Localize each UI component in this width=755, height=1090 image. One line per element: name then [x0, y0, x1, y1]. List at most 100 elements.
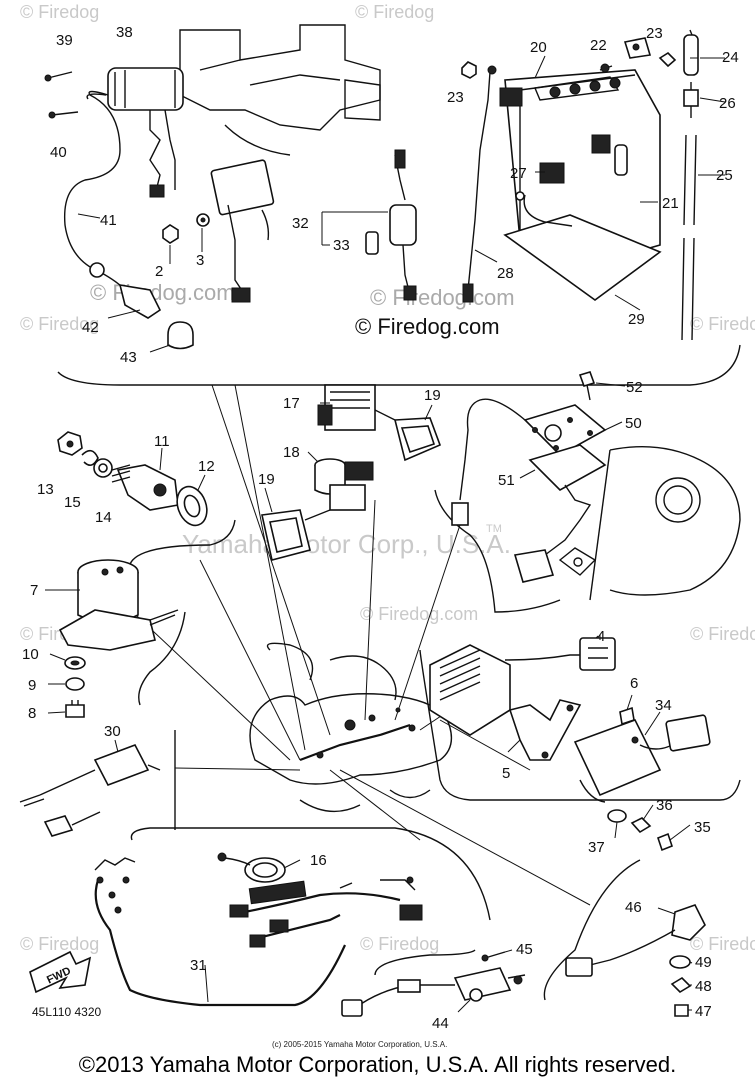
watermark-firedog: © Firedog [20, 2, 99, 22]
diagram-code: 45L110 4320 [32, 1005, 102, 1019]
bracket-5 [508, 699, 582, 761]
part-number-21: 21 [662, 195, 679, 212]
tank-outline [558, 446, 741, 601]
motor-7 [58, 559, 179, 651]
part-number-31: 31 [190, 957, 207, 974]
part-number-47: 47 [695, 1003, 712, 1020]
part-number-7: 7 [30, 582, 38, 599]
watermarks: © Firedog © Firedog © Firedog © Firedog … [20, 2, 755, 954]
fuse-33 [365, 231, 379, 255]
battery-lead-27 [515, 162, 573, 227]
nut-2 [162, 224, 179, 244]
part-number-32: 32 [292, 215, 309, 232]
part-number-12: 12 [198, 458, 215, 475]
bolt-47 [674, 1004, 689, 1017]
nut-36 [630, 817, 652, 834]
part-number-9: 9 [28, 677, 36, 694]
fwd-arrow-icon: FWD [29, 950, 92, 994]
part-number-45: 45 [516, 941, 533, 958]
part-number-36: 36 [656, 797, 673, 814]
part-number-48: 48 [695, 978, 712, 995]
bolt-35 [657, 832, 673, 852]
part-number-17: 17 [283, 395, 300, 412]
ignition-coil [107, 67, 184, 198]
screw-40 [48, 111, 79, 119]
bolt-23a [461, 61, 477, 79]
watermark-firedog: © Firedog [20, 314, 99, 334]
part-number-38: 38 [116, 24, 133, 41]
part-number-29: 29 [628, 311, 645, 328]
watermark-firedog: © Firedog [20, 934, 99, 954]
part-number-8: 8 [28, 705, 36, 722]
washer-3 [196, 213, 210, 227]
cap-12 [176, 485, 208, 527]
bolt-8 [65, 700, 85, 718]
frame-background [179, 24, 381, 156]
bolt-23b [658, 51, 677, 68]
gasket-51 [513, 444, 607, 583]
rectifier-4 [429, 637, 616, 736]
rubber-cap [167, 321, 194, 350]
section-dividers [57, 344, 741, 1001]
watermark-firedog: © Firedog [355, 2, 434, 22]
part-number-50: 50 [625, 415, 642, 432]
sensor-46 [565, 904, 706, 977]
part-number-14: 14 [95, 509, 112, 526]
battery-cable-28 [462, 65, 497, 303]
part-number-27: 27 [510, 165, 527, 182]
part-number-23-right: 23 [646, 25, 663, 42]
watermark-firedog: © Firedog [360, 934, 439, 954]
vehicle-frame-sketch [249, 642, 453, 813]
spark-plug-wire [63, 90, 126, 291]
part-number-4: 4 [597, 628, 605, 645]
part-number-6: 6 [630, 675, 638, 692]
part-number-26: 26 [719, 95, 736, 112]
watermark-firedog: © Firedog [690, 934, 755, 954]
battery-tray [503, 214, 662, 301]
unit-34 [573, 714, 711, 803]
wire-harness-31 [94, 857, 423, 1007]
part-number-40: 40 [50, 144, 67, 161]
screw-39 [44, 71, 73, 82]
part-number-24: 24 [722, 49, 739, 66]
bracket-22 [599, 37, 652, 73]
part-number-46: 46 [625, 899, 642, 916]
part-number-28: 28 [497, 265, 514, 282]
part-number-35: 35 [694, 819, 711, 836]
fitting-26 [683, 82, 699, 118]
part-number-20: 20 [530, 39, 547, 56]
part-number-5: 5 [502, 765, 510, 782]
washer-37 [607, 809, 627, 823]
part-number-13: 13 [37, 481, 54, 498]
breather-pipe-24 [683, 29, 699, 76]
part-number-44: 44 [432, 1015, 449, 1032]
part-number-33: 33 [333, 237, 350, 254]
part-number-49: 49 [695, 954, 712, 971]
switch-30 [19, 744, 161, 837]
switch-11 [111, 464, 179, 511]
watermark-firedog: © Firedog [690, 314, 755, 334]
part-number-37: 37 [588, 839, 605, 856]
part-number-11: 11 [154, 433, 170, 450]
watermark-firedog: © Firedog [690, 624, 755, 644]
part-number-39: 39 [56, 32, 73, 49]
part-number-22: 22 [590, 37, 607, 54]
part-number-34: 34 [655, 697, 672, 714]
cover-19-top [393, 417, 442, 462]
part-number-15: 15 [64, 494, 81, 511]
part-number-42: 42 [82, 319, 99, 336]
part-number-23-left: 23 [447, 89, 464, 106]
part-number-43: 43 [120, 349, 137, 366]
part-number-52: 52 [626, 379, 643, 396]
washer-9 [65, 677, 85, 691]
starter-relay [210, 159, 275, 303]
solenoid-18 [314, 458, 374, 511]
watermark-firedog: © Firedog.com [360, 604, 478, 624]
washer-49 [669, 955, 691, 969]
part-number-18: 18 [283, 444, 300, 461]
part-number-labels: 2 3 4 5 6 7 8 9 10 11 12 13 14 15 16 17 … [22, 24, 739, 1049]
watermark-firedog-light: © Firedog.com [90, 280, 235, 305]
harness-16 [217, 852, 286, 883]
switch-44 [341, 967, 526, 1017]
